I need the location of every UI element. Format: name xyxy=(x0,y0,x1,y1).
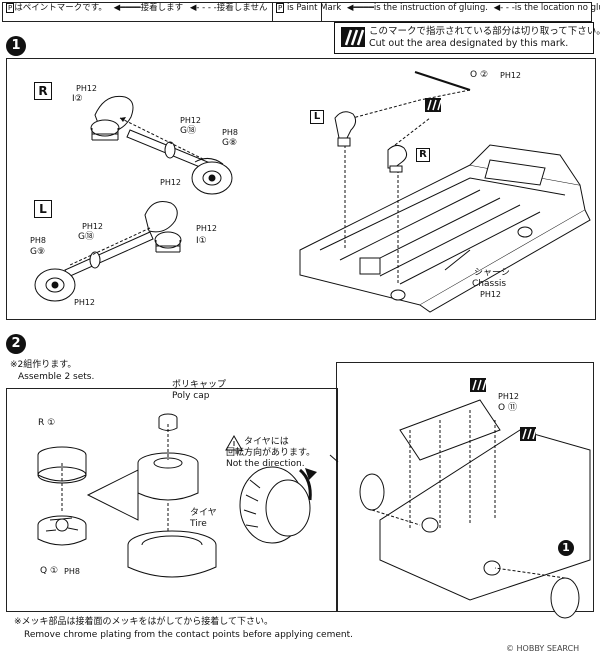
tire-en: Tire xyxy=(190,519,207,529)
o2-label: O ② xyxy=(470,70,489,80)
r-label-6: PH12 xyxy=(160,178,182,187)
dir-en: Not the direction. xyxy=(226,459,305,469)
l-label-0: PH12 xyxy=(82,222,104,231)
r-label-1: I② xyxy=(72,94,83,104)
chrome-note-jp: ※メッキ部品は接着面のメッキをはがしてから接着して下さい。 xyxy=(14,617,274,627)
chassis-l-upright xyxy=(334,111,357,139)
step-1-panel xyxy=(6,58,596,320)
chassis-paint: PH12 xyxy=(480,290,502,299)
step-2-number: 2 xyxy=(6,334,26,354)
legend-box-jp xyxy=(2,2,322,22)
small-badge-r: R xyxy=(416,148,430,162)
r-label-4: PH8 xyxy=(222,128,238,137)
dir-jp-1: タイヤには xyxy=(244,437,289,447)
step-2-panel-right xyxy=(336,362,594,612)
legend-en: P is Paint Mark ◀━━━━is the instruction … xyxy=(276,3,600,13)
cut-mark-icon xyxy=(341,27,365,47)
l-label-4: PH12 xyxy=(196,224,218,233)
polycap-jp: ポリキャップ xyxy=(172,380,227,390)
small-badge-l: L xyxy=(310,110,324,124)
tire-jp: タイヤ xyxy=(190,508,217,518)
r-label-0: PH12 xyxy=(76,84,98,93)
ref-step-1: 1 xyxy=(558,540,574,556)
watermark: © HOBBY SEARCH xyxy=(506,644,580,653)
assemble-en: Assemble 2 sets. xyxy=(18,372,95,382)
badge-r: R xyxy=(34,82,52,100)
chrome-note-en: Remove chrome plating from the contact p… xyxy=(24,630,353,640)
legend-box-en xyxy=(272,2,592,22)
badge-l: L xyxy=(34,200,52,218)
step-1-number: 1 xyxy=(6,36,26,56)
dir-jp-2: 回転方向があります。 xyxy=(226,448,316,458)
r-label-5: G⑧ xyxy=(222,138,238,148)
chassis-r-upright xyxy=(387,144,408,169)
r-spring xyxy=(90,119,120,137)
q1-paint: PH8 xyxy=(64,567,80,576)
cut-note-en: Cut out the area designated by this mark… xyxy=(369,38,569,49)
l-label-6: PH12 xyxy=(74,298,96,307)
chassis-en: Chassis xyxy=(472,279,507,289)
chassis-jp: シャーシ xyxy=(474,268,510,278)
l-label-5: I① xyxy=(196,236,207,246)
r-label-3: G⑱ xyxy=(180,126,196,136)
r1-label: R ① xyxy=(38,418,56,428)
q1-label: Q ① xyxy=(40,566,59,576)
r-label-2: PH12 xyxy=(180,116,202,125)
o11-label: O ⑪ xyxy=(498,403,517,413)
cut-note-box: このマークで指示されている部分は切り取って下さい。 Cut out the ar… xyxy=(334,22,600,54)
assemble-jp: ※2組作ります。 xyxy=(10,360,77,370)
o2-paint: PH12 xyxy=(500,71,522,80)
paint-mark-icon: P xyxy=(276,3,285,13)
cut-note-jp: このマークで指示されている部分は切り取って下さい。 xyxy=(369,26,600,37)
paint-mark-icon: P xyxy=(6,3,15,13)
l-label-3: G⑨ xyxy=(30,247,46,257)
polycap-en: Poly cap xyxy=(172,391,210,401)
l-label-2: PH8 xyxy=(30,236,46,245)
o11-paint: PH12 xyxy=(498,392,520,401)
l-upright xyxy=(144,201,178,233)
step-2-panel-left xyxy=(6,388,338,612)
l-label-1: G⑱ xyxy=(78,232,94,242)
